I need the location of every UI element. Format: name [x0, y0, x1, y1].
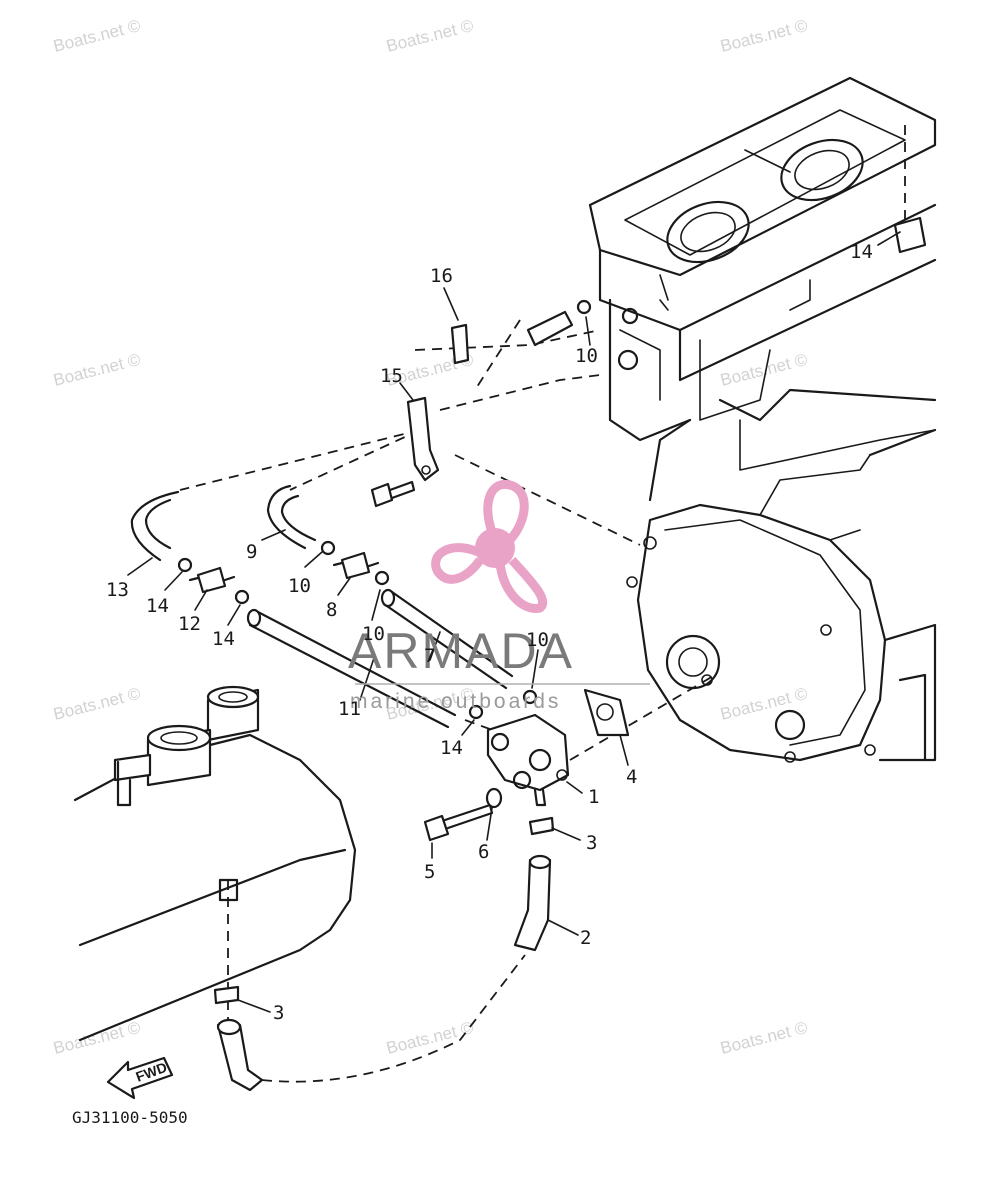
small-components — [177, 299, 630, 1005]
part-code: GJ31100-5050 — [72, 1108, 188, 1127]
callout-10: 10 — [575, 345, 598, 367]
watermark: Boats.net © — [51, 1018, 142, 1058]
fuel-tank — [73, 685, 357, 1042]
watermark: Boats.net © — [718, 684, 809, 724]
callout-1: 1 — [588, 786, 599, 808]
watermark: Boats.net © — [718, 16, 809, 56]
watermark: Boats.net © — [51, 684, 142, 724]
callout-10: 10 — [526, 629, 549, 651]
callout-10: 10 — [362, 623, 385, 645]
watermark: Boats.net © — [51, 350, 142, 390]
logo-tagline: marine outboards — [350, 690, 561, 713]
callout-14: 14 — [146, 595, 169, 617]
logo-hub-icon — [475, 528, 515, 568]
callout-2: 2 — [580, 927, 591, 949]
callout-16: 16 — [430, 265, 453, 287]
hose-parts — [130, 310, 574, 1092]
crankcase-cover — [626, 428, 937, 763]
callout-7: 7 — [424, 645, 435, 667]
engine-block — [588, 76, 937, 502]
watermark: Boats.net © — [718, 1018, 809, 1058]
callout-3: 3 — [586, 832, 597, 854]
callout-14: 14 — [850, 241, 873, 263]
fwd-arrow: FWD — [106, 1056, 174, 1100]
watermark: Boats.net © — [384, 16, 475, 56]
callout-11: 11 — [338, 698, 361, 720]
callout-labels: 16 15 14 13 14 12 14 9 10 8 10 10 7 11 1… — [106, 241, 873, 1024]
callout-4: 4 — [626, 766, 637, 788]
callout-15: 15 — [380, 365, 403, 387]
callout-9: 9 — [246, 541, 257, 563]
callout-10: 10 — [288, 575, 311, 597]
watermark: Boats.net © — [51, 16, 142, 56]
callout-14: 14 — [212, 628, 235, 650]
callout-12: 12 — [178, 613, 201, 635]
logo-wordmark: ARMADA — [348, 623, 574, 679]
assembly-lines — [179, 319, 716, 1020]
callout-13: 13 — [106, 579, 129, 601]
watermark-layer: Boats.net © Boats.net © Boats.net © Boat… — [51, 16, 809, 1058]
armada-logo: ARMADA marine outboards — [348, 479, 650, 713]
callout-14: 14 — [440, 737, 463, 759]
callout-3: 3 — [273, 1002, 284, 1024]
callout-5: 5 — [424, 861, 435, 883]
callout-6: 6 — [478, 841, 489, 863]
leader-lines — [127, 231, 901, 1013]
callout-8: 8 — [326, 599, 337, 621]
